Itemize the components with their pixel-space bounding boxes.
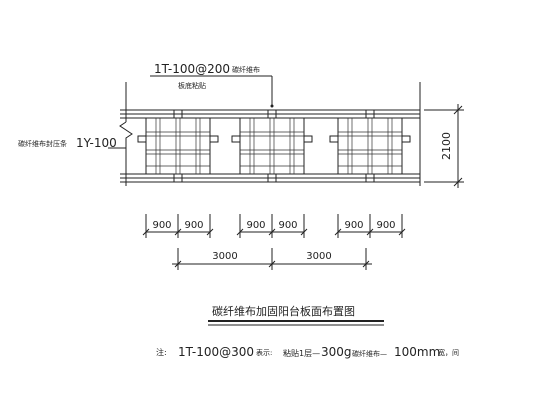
note-prefix: 注:: [156, 347, 167, 357]
drawing-title-block: 碳纤维布加固阳台板面布置图: [208, 304, 384, 326]
callout-left: 碳纤维布封压条 1Y-100: [18, 136, 117, 150]
callout-left-main: 1Y-100: [76, 136, 117, 150]
dim-small-5: 900: [344, 220, 363, 231]
dimension-right: 2100: [424, 104, 464, 188]
callout-top-suffix: 碳纤维布: [232, 65, 260, 74]
note-text5: 宽，间: [438, 348, 459, 357]
note-text3: 碳纤维布—: [352, 349, 387, 358]
dimension-large-row: 3000 3000: [172, 248, 372, 270]
dim-large-1: 3000: [212, 251, 237, 262]
dimension-small-row: 900 900 900 900 900 900: [142, 214, 406, 238]
cfrp-strip-group-2: [231, 109, 313, 183]
note-code: 1T-100@300: [178, 345, 254, 359]
cfrp-strip-group-3: [329, 109, 411, 183]
note-line: 注: 1T-100@300 表示: 粘贴1层— 300g 碳纤维布— 100mm…: [156, 345, 459, 359]
callout-top-sub: 板底粘贴: [178, 81, 206, 90]
dim-small-6: 900: [376, 220, 395, 231]
note-text2: 300g: [321, 345, 352, 359]
slab-outline: [108, 82, 421, 186]
dim-small-2: 900: [184, 220, 203, 231]
callout-top: 1T-100@200 碳纤维布 板底粘贴: [150, 62, 274, 108]
drawing-title: 碳纤维布加固阳台板面布置图: [212, 304, 355, 318]
dim-small-3: 900: [246, 220, 265, 231]
callout-top-main: 1T-100@200: [154, 62, 230, 76]
note-text4: 100mm: [394, 345, 440, 359]
dim-large-2: 3000: [306, 251, 331, 262]
dim-small-1: 900: [152, 220, 171, 231]
cfrp-strip-group-1: [137, 109, 219, 183]
dim-small-4: 900: [278, 220, 297, 231]
note-text1: 粘贴1层—: [283, 348, 320, 358]
callout-left-prefix: 碳纤维布封压条: [18, 139, 67, 148]
note-biaoshi: 表示:: [256, 348, 272, 357]
dimension-right-label: 2100: [440, 132, 453, 160]
